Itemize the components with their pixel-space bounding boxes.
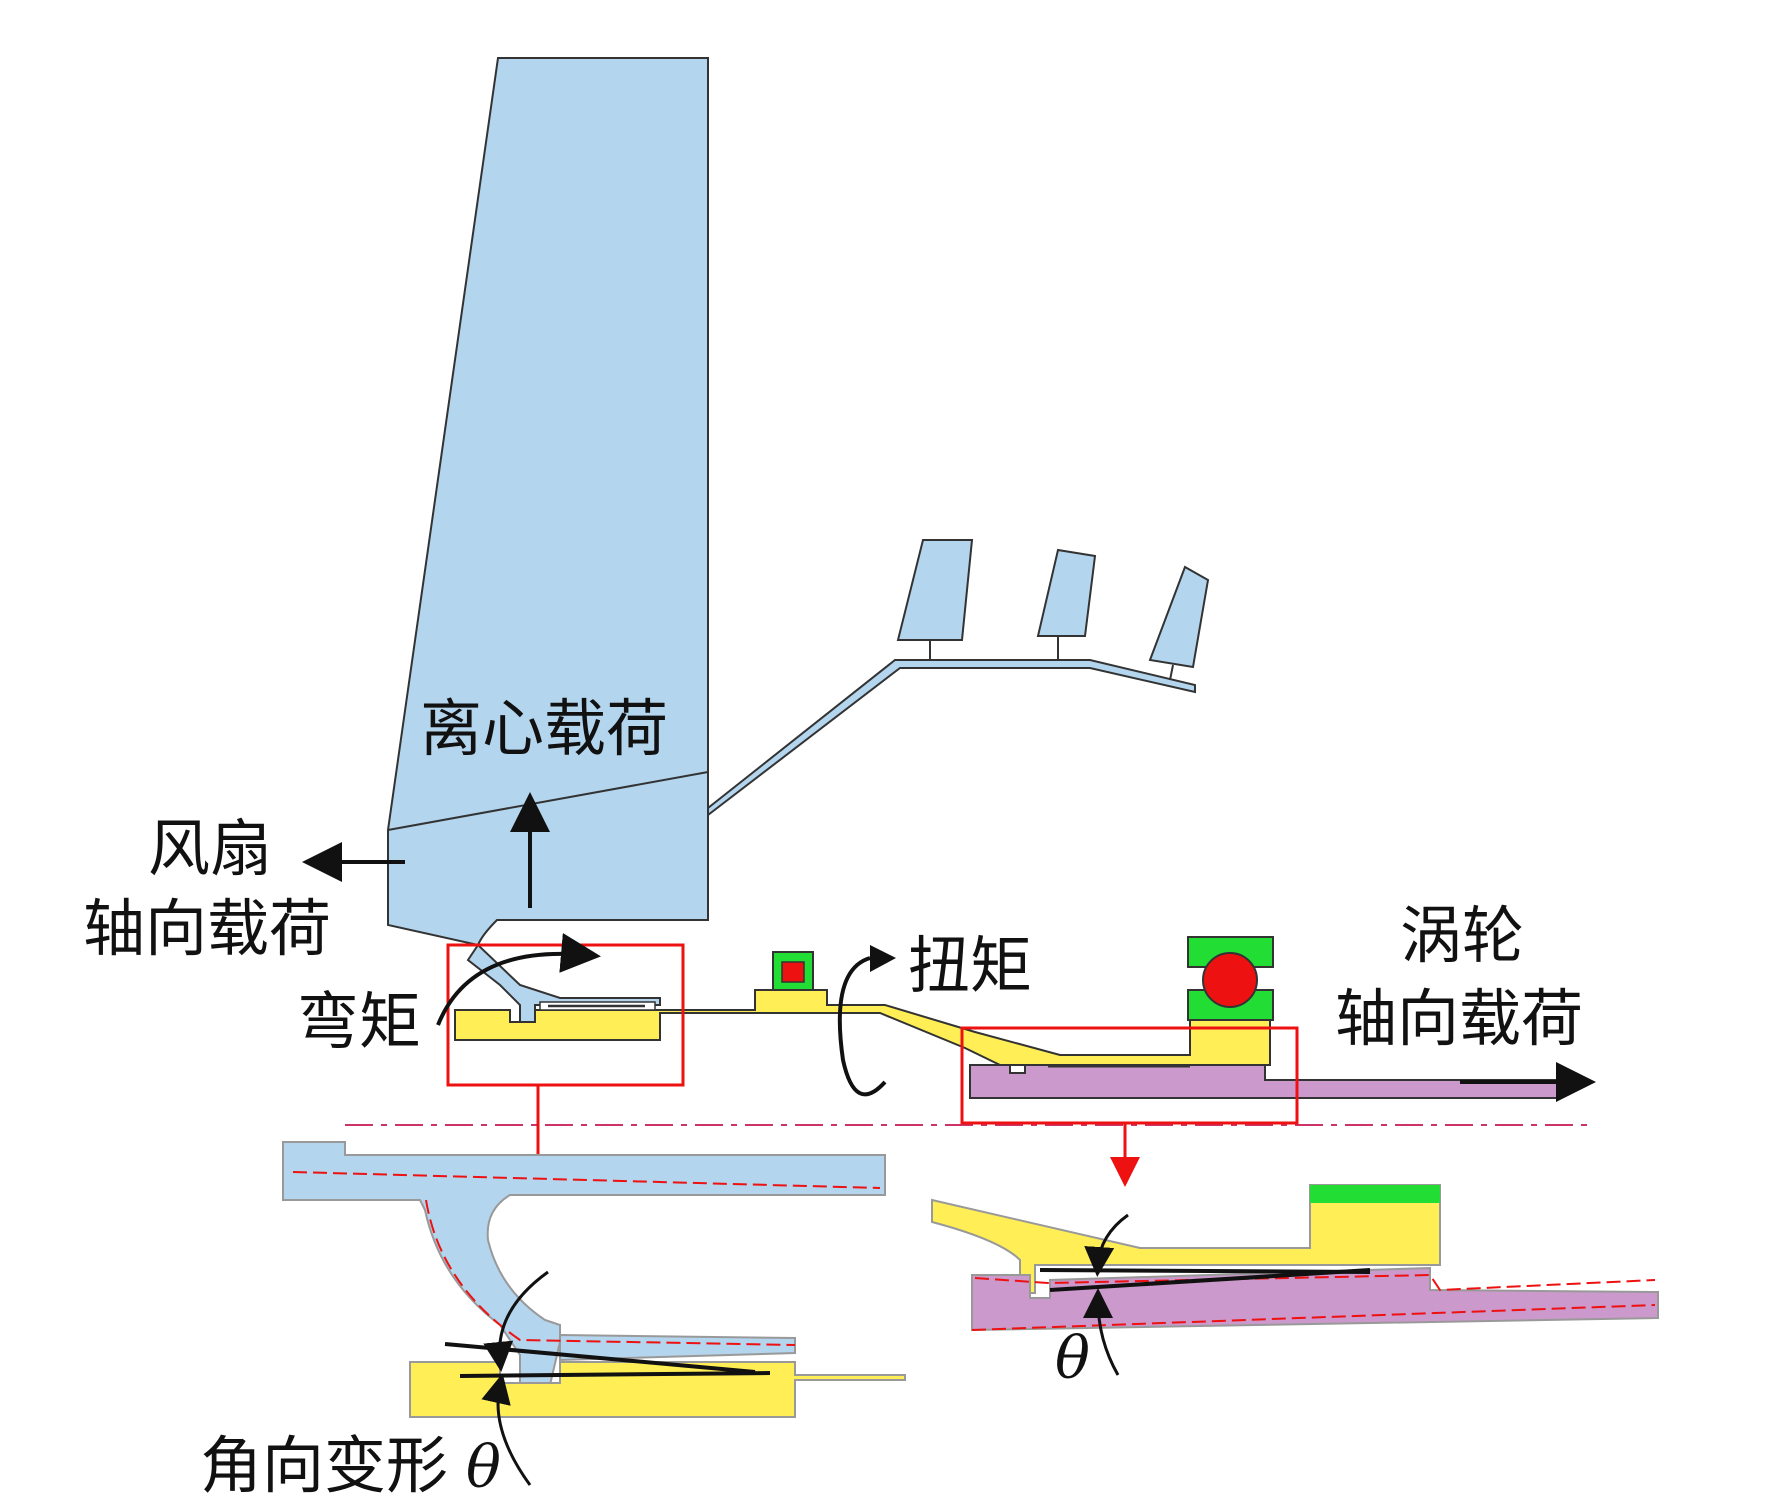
label-torque: 扭矩 — [908, 929, 1032, 1002]
fan-blade — [387, 57, 709, 947]
load-arrows — [302, 792, 1596, 1102]
label-centrifugal-load: 离心载荷 — [420, 692, 668, 765]
torque-curved-arrow-icon — [837, 956, 887, 1097]
label-angular-deformation-theta: θ — [466, 1433, 501, 1501]
label-fan-axial-load: 轴向载荷 — [83, 892, 331, 965]
highlight-box-fan-coupling — [446, 943, 685, 1162]
highlight-box-turbine-coupling — [960, 1026, 1299, 1187]
label-fan: 风扇 — [148, 812, 272, 885]
angle-icon — [483, 1270, 549, 1372]
compressor-drum — [707, 539, 1210, 818]
turbine-shaft — [969, 1064, 1561, 1099]
detail-turbine-coupling — [931, 1184, 1659, 1376]
large-bearing — [1187, 936, 1274, 1021]
label-angular-deformation: 角向变形 — [200, 1429, 448, 1502]
torque-arrowhead-icon — [870, 945, 896, 972]
label-turbine: 涡轮 — [1400, 899, 1524, 972]
small-bearing — [772, 951, 814, 991]
detail-fan-coupling — [282, 1141, 906, 1486]
bending-curved-arrow-icon — [436, 933, 601, 1026]
angle-icon — [1084, 1213, 1129, 1277]
main-shaft — [454, 989, 1271, 1066]
label-turbine-axial-load: 轴向载荷 — [1335, 982, 1583, 1055]
label-bending-moment: 弯矩 — [297, 985, 421, 1058]
label-theta: θ — [1055, 1324, 1090, 1392]
